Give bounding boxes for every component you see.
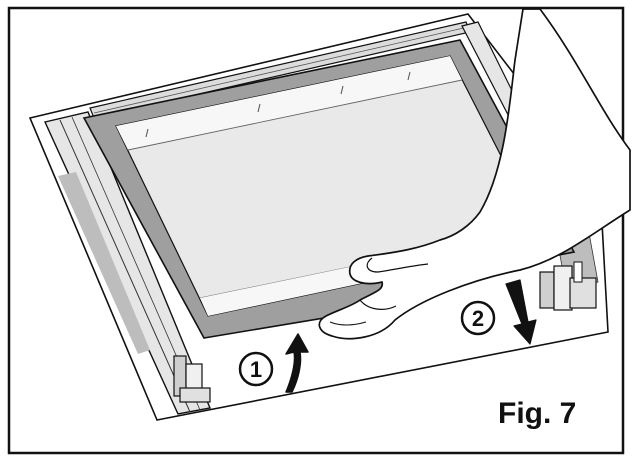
step-2-badge: 2 <box>460 300 496 336</box>
left-hinge-clip <box>173 355 211 403</box>
hand-arm <box>318 8 631 340</box>
glass-reflection-band <box>116 56 462 150</box>
glass-tick-marks <box>145 71 411 138</box>
door-left-rail-line <box>59 119 191 413</box>
left-rail-shadow <box>58 172 150 354</box>
hand-thumb-line <box>329 321 367 326</box>
step-2-number: 2 <box>472 306 484 331</box>
step-1-arrow <box>285 333 309 393</box>
step-1-badge: 1 <box>238 351 274 387</box>
step-1-number: 1 <box>250 357 262 382</box>
door-top-profile-edge <box>93 26 469 114</box>
step-2-arrow <box>505 279 537 345</box>
right-hinge-clip <box>539 261 597 311</box>
hand-finger-line-2 <box>359 299 397 310</box>
figure-caption: Fig. 7 <box>498 397 576 430</box>
hand-finger-line <box>366 257 429 273</box>
glass-reflection-line <box>127 79 463 151</box>
